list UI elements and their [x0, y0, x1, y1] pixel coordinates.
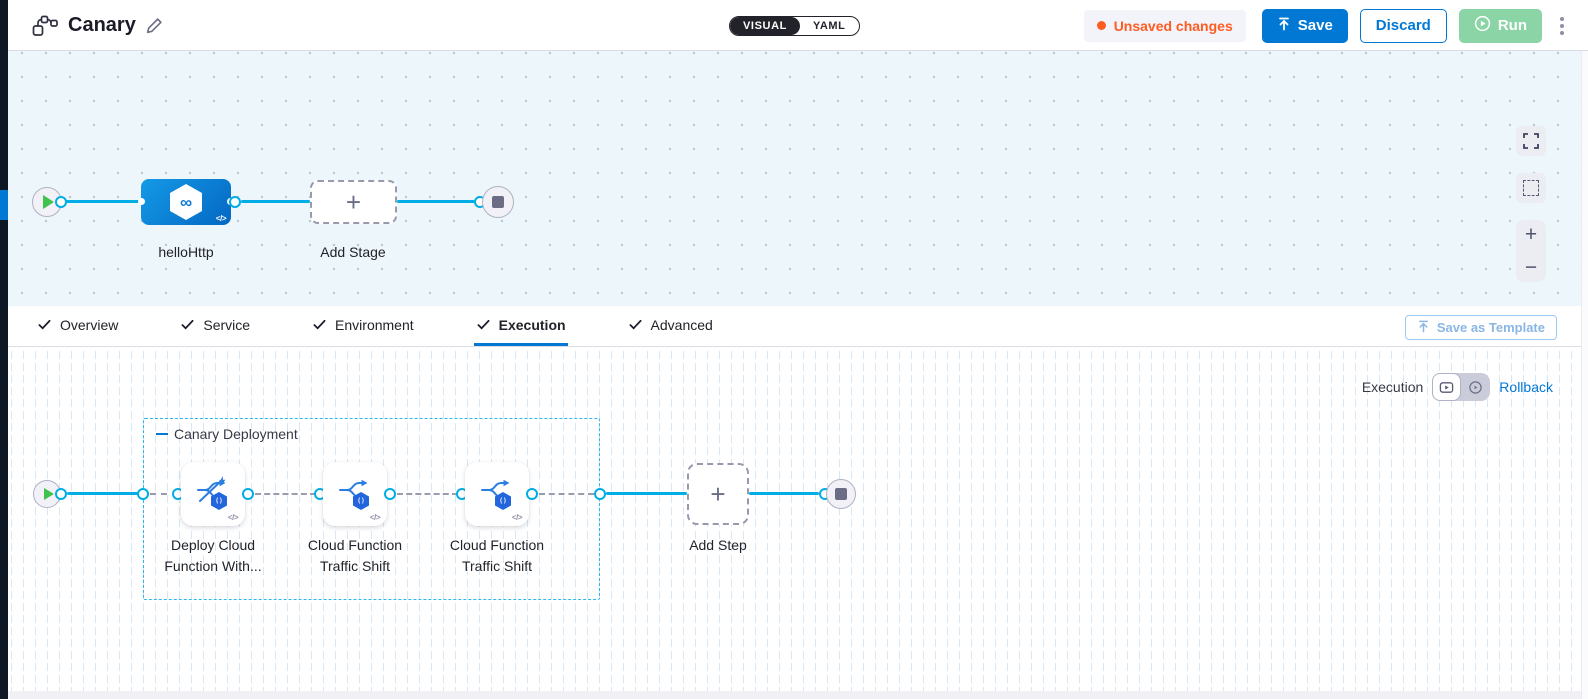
- marquee-select-button[interactable]: [1516, 173, 1546, 203]
- connector-line-dashed: [397, 493, 458, 495]
- check-icon: [38, 319, 51, 330]
- connector-node: [55, 488, 67, 500]
- connector-line: [749, 492, 819, 495]
- tab-service[interactable]: Service: [178, 306, 252, 346]
- step-card-deploy-cloud-function[interactable]: ( ) </>: [181, 462, 245, 526]
- cloud-function-badge-icon: ( ): [353, 492, 369, 510]
- connector-node: [526, 488, 538, 500]
- plus-icon: +: [710, 479, 726, 509]
- step-name-label: Cloud Function Traffic Shift: [449, 537, 545, 574]
- stage-config-tabs: Overview Service Environment Execution A…: [0, 306, 1588, 347]
- pipeline-end-node[interactable]: [482, 186, 514, 218]
- connector-line: [241, 200, 310, 203]
- add-stage-button[interactable]: +: [310, 180, 397, 224]
- execution-rollback-toggle: [1432, 373, 1491, 401]
- rollback-link[interactable]: Rollback: [1499, 379, 1553, 395]
- code-icon: </>: [215, 214, 227, 223]
- connector-line: [66, 200, 141, 203]
- add-stage-label: Add Stage: [320, 244, 386, 260]
- play-circle-icon: [1474, 15, 1491, 36]
- step-name-label: Deploy Cloud Function With...: [164, 537, 262, 574]
- marquee-icon: [1523, 180, 1539, 196]
- stage-card-hellohttp[interactable]: ∞ </>: [138, 179, 234, 225]
- check-icon: [313, 319, 326, 330]
- visual-mode-button[interactable]: VISUAL: [730, 17, 800, 35]
- fullscreen-button[interactable]: [1516, 126, 1546, 156]
- connector-line: [606, 492, 687, 495]
- discard-button[interactable]: Discard: [1359, 8, 1447, 43]
- connector-node: [242, 488, 254, 500]
- stop-square-icon: [492, 196, 504, 208]
- cloud-function-badge-icon: ( ): [211, 492, 227, 510]
- stage-edge-dot: [138, 198, 145, 205]
- edit-title-pencil-icon[interactable]: [146, 17, 163, 34]
- visual-yaml-toggle: VISUAL YAML: [729, 16, 860, 36]
- execution-mode-label: Execution: [1361, 379, 1424, 395]
- zoom-out-button[interactable]: −: [1524, 256, 1538, 279]
- step-card-traffic-shift-1[interactable]: ( ) </>: [323, 462, 387, 526]
- tab-execution[interactable]: Execution: [473, 306, 568, 346]
- connector-line-dashed: [539, 493, 594, 495]
- pipeline-workflow-icon: [32, 15, 58, 37]
- zoom-controls: + −: [1516, 220, 1546, 282]
- code-icon: </>: [511, 513, 523, 522]
- connector-node: [229, 196, 241, 208]
- top-header: Canary VISUAL YAML Unsaved changes Save …: [0, 0, 1588, 51]
- start-play-icon: [43, 195, 54, 209]
- nav-rail-accent: [0, 190, 8, 220]
- tab-environment[interactable]: Environment: [310, 306, 416, 346]
- add-step-button[interactable]: +: [687, 463, 749, 525]
- execution-canvas[interactable]: Execution Rollback Canary Deployment: [0, 347, 1588, 699]
- stage-name-label: helloHttp: [158, 244, 214, 260]
- add-step-label: Add Step: [689, 537, 747, 553]
- connector-line: [67, 492, 138, 495]
- vertical-scrollbar[interactable]: [1581, 51, 1588, 699]
- save-as-template-button[interactable]: Save as Template: [1404, 315, 1557, 340]
- check-icon: [477, 319, 490, 330]
- connector-line: [397, 200, 475, 203]
- execution-view-button[interactable]: [1432, 373, 1462, 401]
- deploy-no-traffic-icon: [197, 476, 226, 502]
- rollback-view-button[interactable]: [1461, 373, 1490, 401]
- connector-node: [137, 488, 149, 500]
- execution-end-node[interactable]: [826, 479, 856, 509]
- more-options-kebab-icon[interactable]: [1554, 13, 1570, 39]
- unsaved-dot-icon: [1096, 21, 1106, 30]
- save-button[interactable]: Save: [1261, 8, 1348, 43]
- zoom-in-button[interactable]: +: [1524, 223, 1538, 246]
- run-button[interactable]: Run: [1458, 8, 1542, 43]
- stage-pipeline-canvas[interactable]: ∞ </> + helloHttp Add Stage + −: [0, 51, 1588, 306]
- upload-arrow-icon: [1277, 17, 1291, 35]
- tab-advanced[interactable]: Advanced: [626, 306, 715, 346]
- unsaved-changes-badge: Unsaved changes: [1083, 9, 1246, 42]
- upload-arrow-icon: [1417, 320, 1430, 336]
- serverless-function-icon: ∞: [170, 184, 202, 220]
- plus-icon: +: [345, 187, 362, 217]
- start-play-icon: [43, 488, 54, 500]
- canary-deployment-group[interactable]: Canary Deployment: [143, 418, 600, 600]
- stop-square-icon: [835, 488, 847, 500]
- connector-line-dashed: [150, 493, 178, 495]
- tab-overview[interactable]: Overview: [35, 306, 120, 346]
- code-icon: </>: [369, 513, 381, 522]
- collapsed-nav-rail[interactable]: [0, 0, 8, 699]
- connector-line-dashed: [255, 493, 316, 495]
- group-label: Canary Deployment: [174, 426, 298, 442]
- execution-play-box-icon: [1440, 381, 1454, 393]
- check-icon: [629, 319, 642, 330]
- horizontal-scrollbar[interactable]: [0, 691, 1588, 699]
- yaml-mode-button[interactable]: YAML: [800, 17, 859, 35]
- connector-node: [384, 488, 396, 500]
- execution-mode-row: Execution Rollback: [1362, 373, 1553, 401]
- fullscreen-icon: [1523, 133, 1539, 149]
- check-icon: [181, 319, 194, 330]
- rollback-circle-play-icon: [1469, 380, 1483, 394]
- code-icon: </>: [227, 513, 239, 522]
- step-name-label: Cloud Function Traffic Shift: [307, 537, 403, 574]
- connector-node: [594, 488, 606, 500]
- step-card-traffic-shift-2[interactable]: ( ) </>: [465, 462, 529, 526]
- cloud-function-badge-icon: ( ): [495, 492, 511, 510]
- page-title: Canary: [68, 14, 136, 36]
- collapse-group-icon[interactable]: [156, 432, 168, 436]
